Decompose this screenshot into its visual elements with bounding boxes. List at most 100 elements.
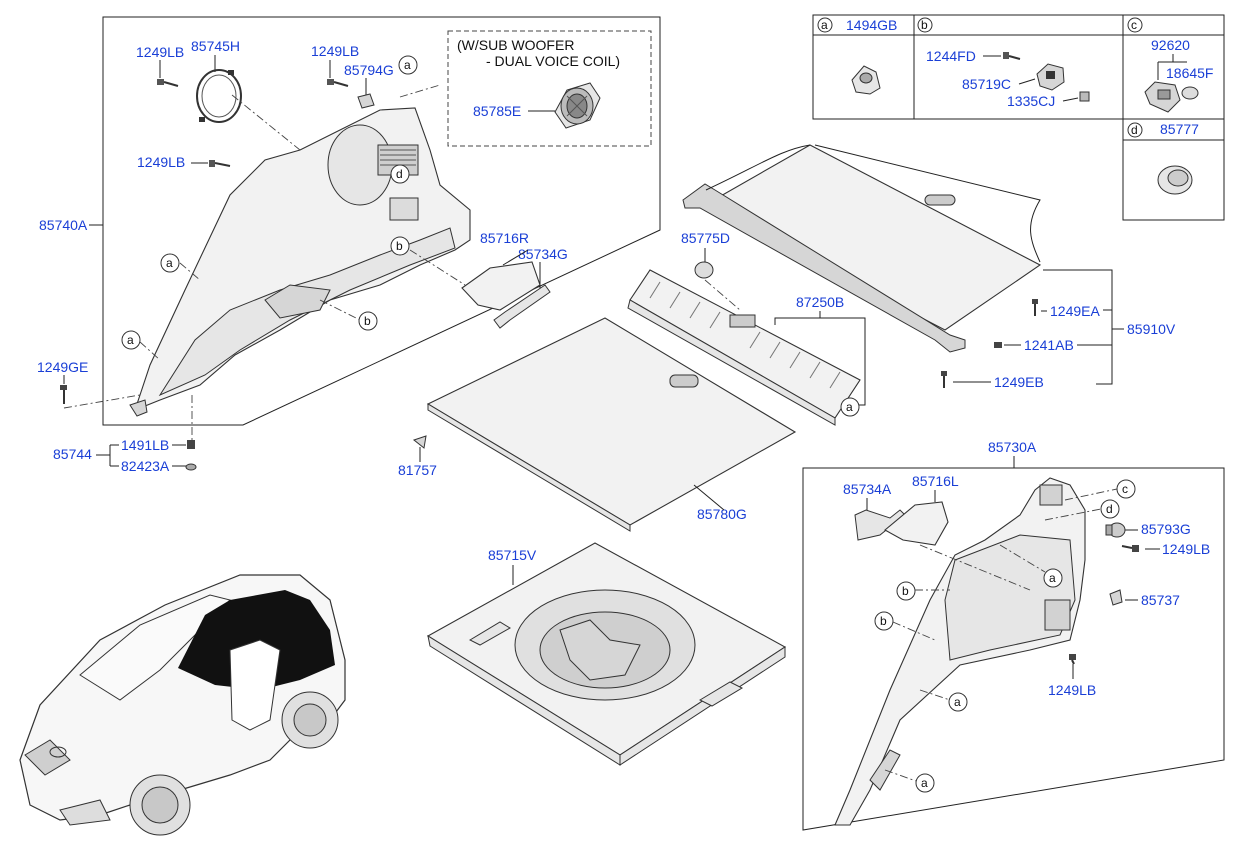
legend-letter-a: a — [821, 18, 828, 32]
label-85734G: 85734G — [518, 246, 568, 262]
label-82423A: 82423A — [121, 458, 170, 474]
label-85744: 85744 — [53, 446, 92, 462]
legend-code-18645F: 18645F — [1166, 65, 1213, 81]
dash-a-mid — [179, 262, 201, 281]
ref-circle-b-1 — [390, 236, 410, 256]
label-1249EB: 1249EB — [994, 374, 1044, 390]
leader-92620 — [1157, 54, 1187, 80]
label-85716R: 85716R — [480, 230, 529, 246]
tray-85715V — [426, 542, 787, 766]
legend-table — [812, 14, 1225, 221]
dash-85775D — [704, 279, 741, 311]
dash-a-low — [139, 341, 161, 361]
ref-a-7: a — [921, 776, 928, 790]
leader-1335CJ — [1062, 97, 1079, 102]
ref-c-2: c — [1122, 482, 1128, 496]
left-panel-frame — [102, 16, 661, 426]
lamp-92620 — [1144, 81, 1181, 113]
lamp-85793G — [1105, 522, 1126, 538]
ref-circle-a-3 — [121, 330, 141, 350]
legend-code-1494GB: 1494GB — [846, 17, 897, 33]
screw-1241AB — [994, 342, 1002, 348]
bracket-85910V — [1043, 269, 1124, 385]
note-line2: - DUAL VOICE COIL) — [486, 53, 620, 69]
cover-85716L — [884, 501, 949, 546]
label-1249GE: 1249GE — [37, 359, 88, 375]
clip-85794G — [357, 93, 375, 109]
screw-1249LB-right-bottom — [1069, 654, 1076, 665]
dash-b-low — [319, 299, 361, 321]
ref-circle-a-5 — [1043, 568, 1063, 588]
screw-1249EB — [941, 371, 947, 388]
cargo-cover-85910V — [682, 144, 1042, 353]
dash-a-5 — [999, 544, 1046, 573]
dash-85716L — [919, 544, 1031, 591]
clip-85737 — [1109, 589, 1123, 606]
ref-d-1: d — [396, 167, 403, 181]
ref-circle-b-2 — [358, 311, 378, 331]
bolt-1249GE — [60, 385, 67, 404]
clip-1335CJ — [1079, 91, 1090, 102]
bulb-18645F — [1181, 86, 1199, 100]
dash-a-top — [399, 84, 441, 98]
label-85730A: 85730A — [988, 439, 1037, 455]
ref-b-3: b — [902, 584, 909, 598]
ref-b-4: b — [880, 614, 887, 628]
cover-85716R — [461, 261, 541, 311]
screw-1249LB-right — [1121, 545, 1139, 552]
legend-code-1335CJ: 1335CJ — [1007, 93, 1055, 109]
ref-circle-a-1 — [398, 55, 418, 75]
label-1491LB: 1491LB — [121, 437, 169, 453]
label-1249EA: 1249EA — [1050, 303, 1100, 319]
ref-a-6: a — [954, 695, 961, 709]
label-85775D: 85775D — [681, 230, 730, 246]
note-line1: (W/SUB WOOFER — [457, 37, 574, 53]
leader-85719C — [1018, 78, 1036, 85]
label-85715V: 85715V — [488, 547, 537, 563]
bracket-87250B — [774, 317, 866, 406]
leader-85716R — [502, 249, 529, 266]
label-81757: 81757 — [398, 462, 437, 478]
dash-85716R — [409, 249, 466, 286]
ref-a-5: a — [1049, 571, 1056, 585]
speaker-ring-85745H — [196, 69, 242, 123]
ref-a-1: a — [404, 58, 411, 72]
label-85734A: 85734A — [843, 481, 892, 497]
subwoofer-speaker-85785E — [554, 82, 601, 129]
right-panel-frame — [802, 467, 1225, 831]
trim-panel-85740A — [129, 107, 471, 417]
ref-b-1: b — [396, 239, 403, 253]
label-85794G: 85794G — [344, 62, 394, 78]
dash-1249GE — [63, 394, 141, 409]
ref-d-2: d — [1106, 502, 1113, 516]
lamp-85719C — [1036, 63, 1065, 91]
grommet-1494GB — [851, 65, 881, 95]
legend-circle-b — [917, 17, 933, 33]
bracket-85744 — [96, 444, 119, 467]
dash-c-2 — [1064, 488, 1118, 501]
ref-circle-a-6 — [948, 692, 968, 712]
ref-circle-b-4 — [874, 611, 894, 631]
subwoofer-inset-frame — [447, 30, 652, 147]
bolt-1249LB-1 — [157, 79, 179, 87]
bracket-85734A — [854, 509, 906, 541]
legend-code-85719C: 85719C — [962, 76, 1011, 92]
label-85745H: 85745H — [191, 38, 240, 54]
legend-circle-a — [817, 17, 833, 33]
bolt-1249LB-3 — [209, 160, 231, 167]
ref-circle-b-3 — [896, 581, 916, 601]
screw-1249EA — [1032, 299, 1038, 316]
legend-letter-d: d — [1131, 123, 1138, 137]
cap-85775D — [694, 261, 714, 279]
label-1249LB-top-left: 1249LB — [136, 44, 184, 60]
ref-circle-a-4 — [840, 397, 860, 417]
dash-a-6 — [919, 689, 951, 701]
bracket-85734G — [493, 284, 551, 329]
label-1249LB-left: 1249LB — [137, 154, 185, 170]
ref-b-2: b — [364, 314, 371, 328]
nut-1491LB — [187, 440, 195, 449]
ref-a-4: a — [846, 400, 853, 414]
ref-circle-a-2 — [160, 253, 180, 273]
